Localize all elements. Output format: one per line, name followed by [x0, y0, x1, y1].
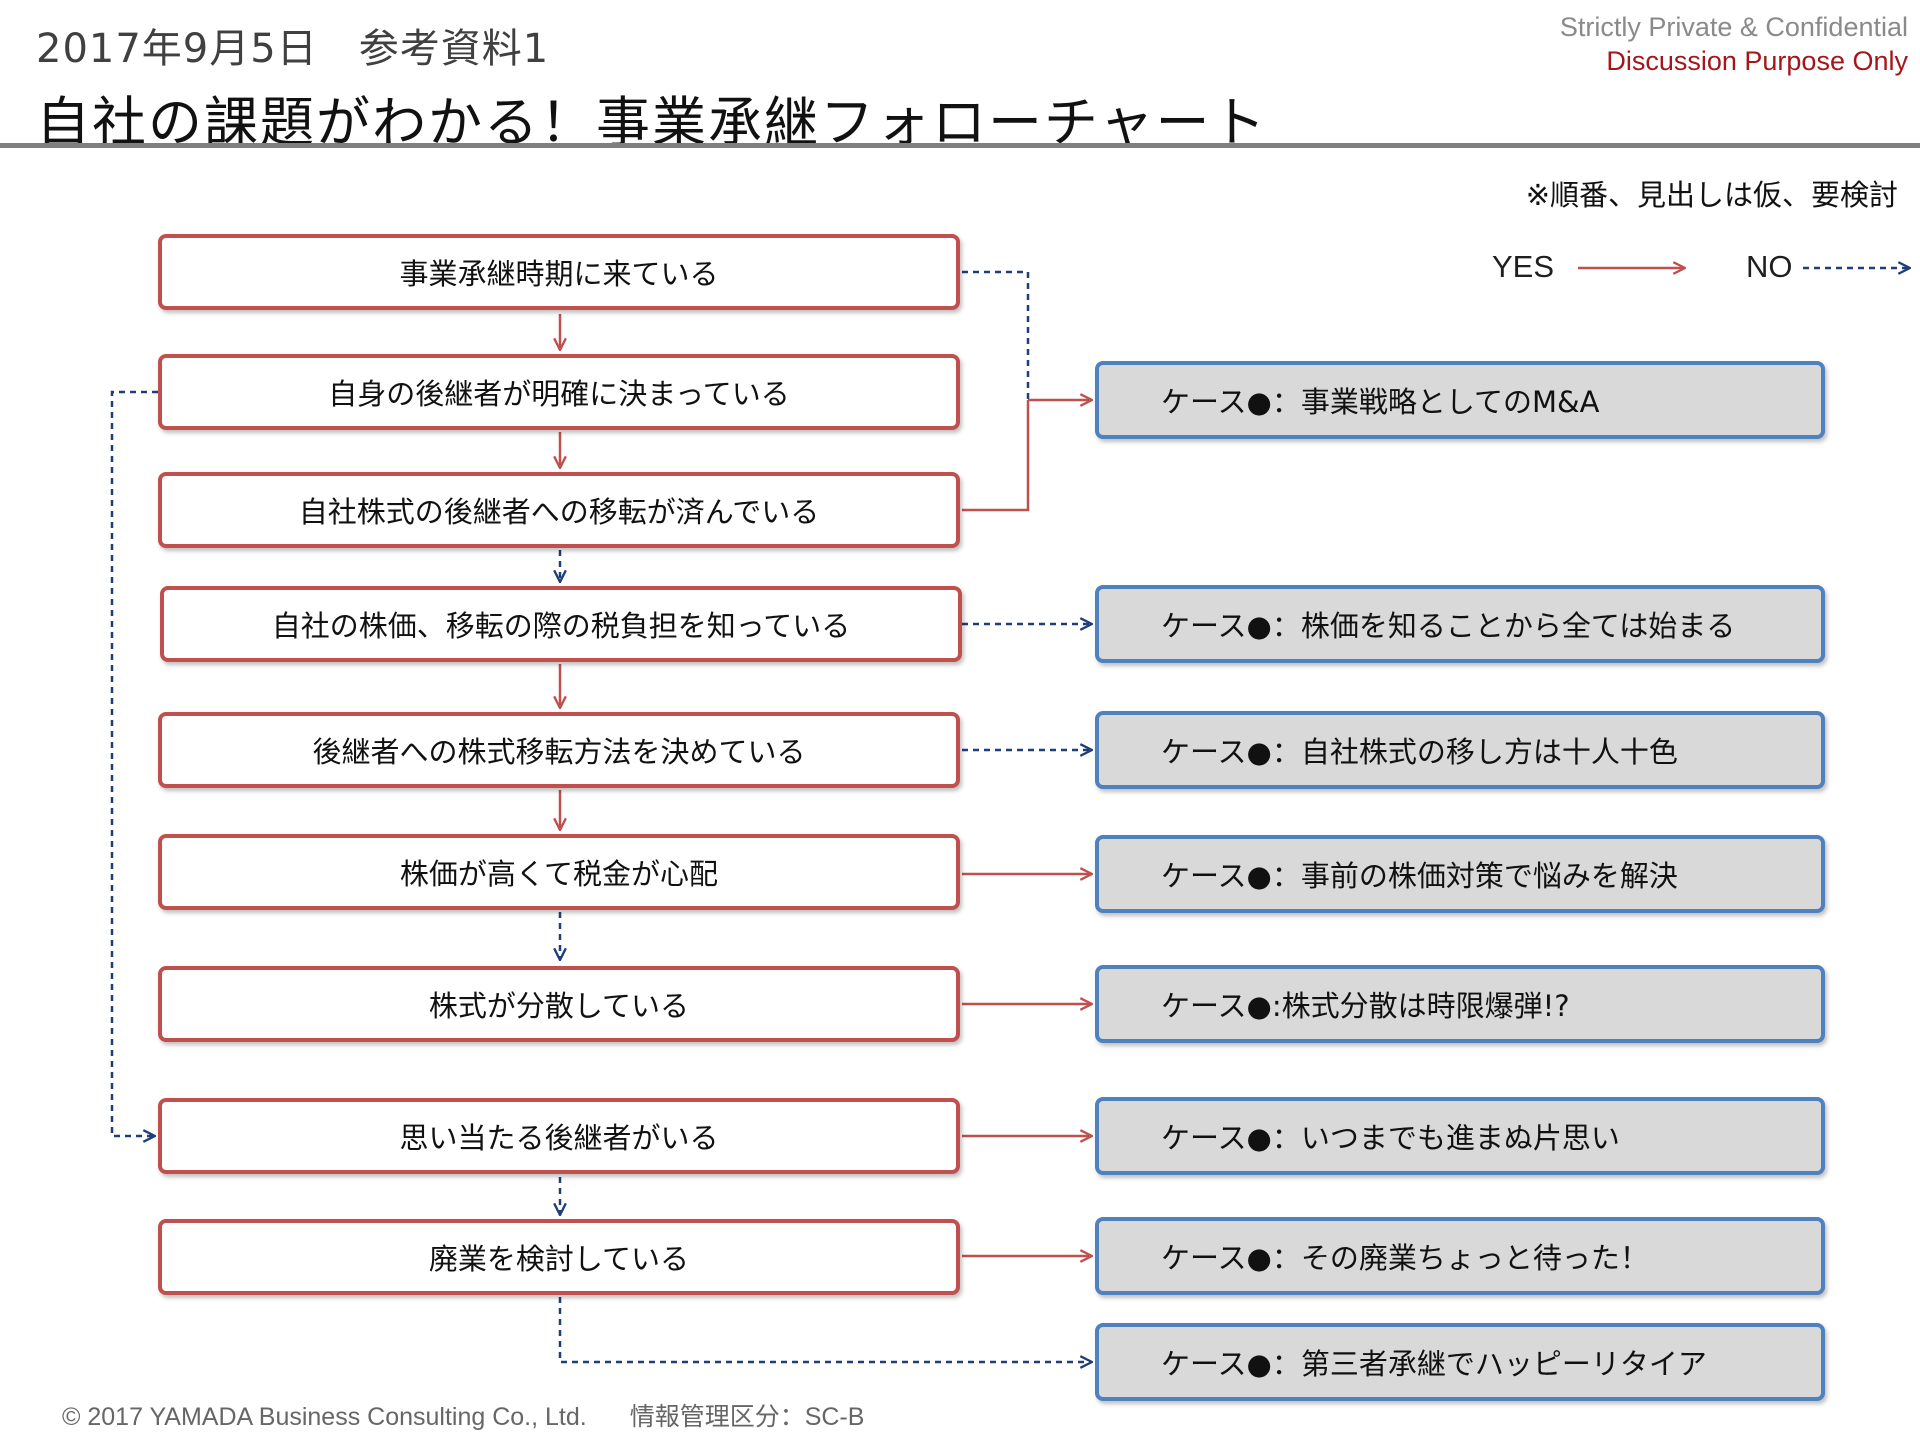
legend-no-label: NO [1746, 249, 1793, 284]
question-succession-timing: 事業承継時期に来ている [158, 234, 960, 310]
case-strategic-ma: ケース●：事業戦略としてのM&A [1095, 361, 1825, 439]
case-unrequited-succession: ケース●：いつまでも進まぬ片思い [1095, 1097, 1825, 1175]
case-third-party-succession: ケース●：第三者承継でハッピーリタイア [1095, 1323, 1825, 1401]
case-stock-price-measures: ケース●：事前の株価対策で悩みを解決 [1095, 835, 1825, 913]
flow-q9-no-to-case8 [558, 1297, 1092, 1362]
question-tax-worry: 株価が高くて税金が心配 [158, 834, 960, 910]
question-transfer-method: 後継者への株式移転方法を決めている [158, 712, 960, 788]
case-know-stock-price: ケース●：株価を知ることから全ては始まる [1095, 585, 1825, 663]
question-stock-transferred: 自社株式の後継者への移転が済んでいる [158, 472, 960, 548]
case-share-dispersion: ケース●:株式分散は時限爆弾!? [1095, 965, 1825, 1043]
footer-info-class: 情報管理区分：SC-B [629, 1403, 865, 1431]
case-wait-on-closure: ケース●：その廃業ちょっと待った！ [1095, 1217, 1825, 1295]
legend-yes-label: YES [1492, 249, 1555, 284]
confidential-line-2: Discussion Purpose Only [1606, 46, 1908, 76]
question-shares-dispersed: 株式が分散している [158, 966, 960, 1042]
date-reference: 2017年9月5日 参考資料1 [36, 26, 550, 72]
draft-note: ※順番、見出しは仮、要検討 [1525, 178, 1898, 212]
flow-q1-no-to-case1 [962, 270, 1030, 400]
question-successor-decided: 自身の後継者が明確に決まっている [158, 354, 960, 430]
question-know-stock-price: 自社の株価、移転の際の税負担を知っている [160, 586, 962, 662]
question-considering-closure: 廃業を検討している [158, 1219, 960, 1295]
title-divider [0, 143, 1920, 148]
confidential-line-1: Strictly Private & Confidential [1559, 12, 1908, 42]
case-transfer-methods: ケース●：自社株式の移し方は十人十色 [1095, 711, 1825, 789]
footer: © 2017 YAMADA Business Consulting Co., L… [62, 1397, 900, 1433]
flow-q2-no-to-q8 [110, 390, 158, 1136]
footer-copyright: © 2017 YAMADA Business Consulting Co., L… [62, 1403, 587, 1431]
flow-q3-yes-to-case1 [962, 400, 1030, 512]
confidential-notice: Strictly Private & Confidential Discussi… [1560, 10, 1908, 78]
question-successor-candidate: 思い当たる後継者がいる [158, 1098, 960, 1174]
